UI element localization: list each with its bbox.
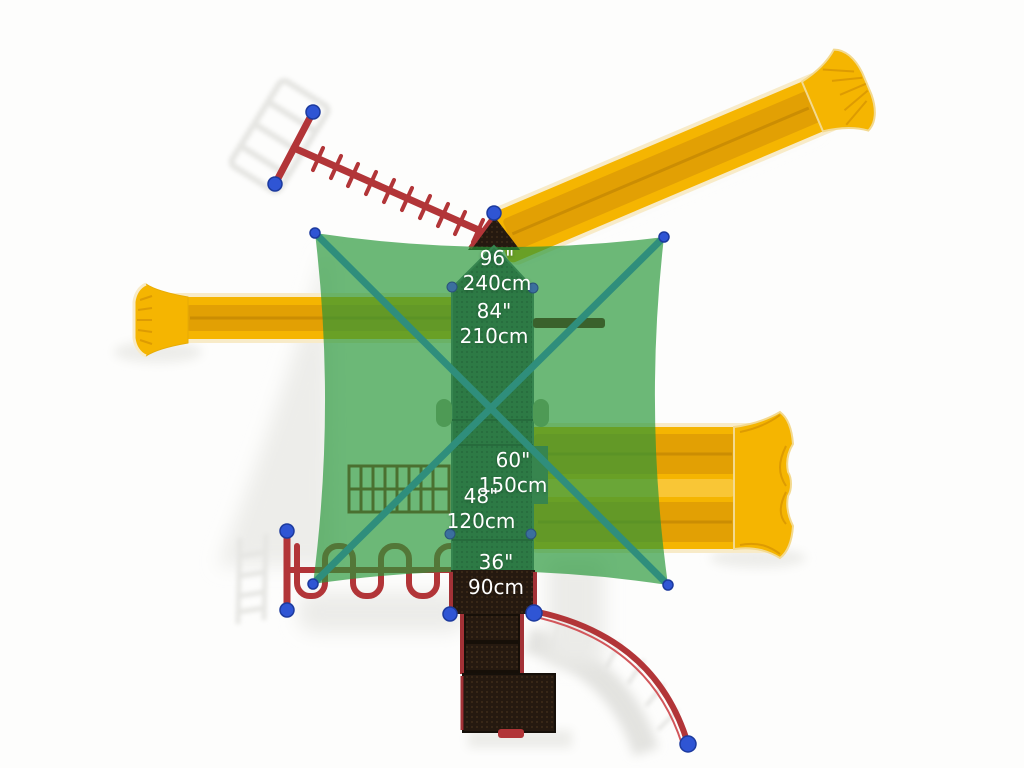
monkey-bar-rungs: [311, 146, 485, 244]
lower-decks: [449, 570, 556, 738]
height-cm: 150cm: [478, 473, 548, 497]
connector-knobs: [267, 104, 697, 753]
deck-right-shadow: [548, 560, 604, 664]
canopy-x-braces: [309, 229, 672, 589]
height-cm: 90cm: [468, 575, 524, 599]
arc-climber: [537, 609, 691, 745]
height-inches: 60": [495, 448, 531, 472]
wave-climber-shadow: [298, 592, 466, 632]
bottom-deck: [462, 673, 556, 733]
upper-right-slide: [490, 48, 876, 265]
right-flare-ridges: [739, 414, 787, 555]
deck-stub: [498, 729, 524, 738]
height-inches: 96": [479, 246, 515, 270]
monkey-bars: [271, 108, 496, 244]
height-cm: 240cm: [462, 271, 532, 295]
upper-flare-ridges: [822, 68, 869, 126]
bottom-deck-shadow: [468, 730, 572, 748]
height-label-48in: 48" 120cm: [447, 484, 516, 534]
height-label-96in: 96" 240cm: [463, 246, 532, 296]
height-cm: 120cm: [446, 509, 516, 533]
bottom-ladder-ghost-shadow: [235, 533, 269, 625]
left-flare-ridges: [137, 295, 153, 345]
height-label-60in: 60" 150cm: [479, 448, 548, 498]
height-inches: 36": [478, 550, 514, 574]
side-beam: [533, 318, 605, 328]
tower-post-knobs: [444, 281, 539, 540]
height-inches: 84": [476, 299, 512, 323]
height-label-84in: 84" 210cm: [460, 299, 529, 349]
height-cm: 210cm: [459, 324, 529, 348]
height-inches: 48": [463, 484, 499, 508]
apex-triangle-deck: [468, 215, 520, 250]
height-label-36in: 36" 90cm: [468, 550, 524, 600]
